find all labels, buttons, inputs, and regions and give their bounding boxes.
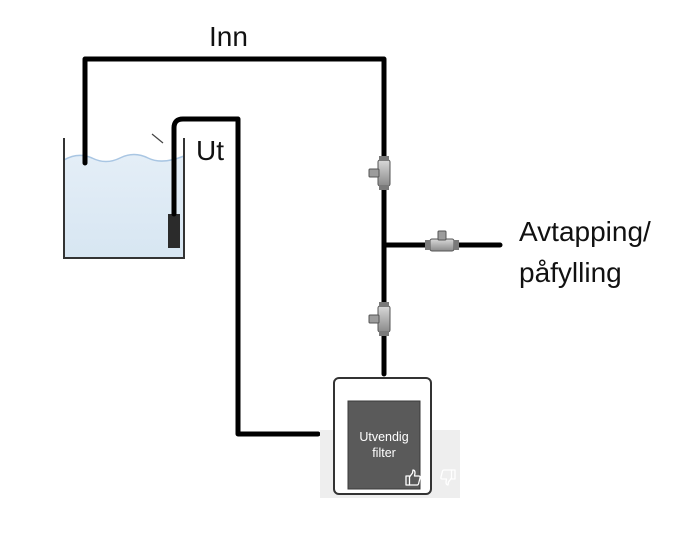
tank-water [64,154,184,258]
intake-strainer [168,214,180,248]
outlet-pipe [171,116,321,437]
tank-walls [63,138,185,259]
filter-label-line2: filter [372,446,396,460]
outlet-label: Ut [196,135,224,166]
thumbs-down-icon[interactable] [440,469,456,486]
filter-body [347,400,421,490]
inlet-label: Inn [209,21,248,52]
valve-drain [425,230,459,252]
aquarium-tank [63,138,185,259]
inlet-pipe [82,56,387,377]
drain-label-line2: påfylling [519,257,622,288]
drain-label-line1: Avtapping/ [519,216,651,247]
valve-upper [368,156,391,190]
filter-label-line1: Utvendig [359,430,408,444]
valve-lower [368,302,391,336]
thumbs-up-icon[interactable] [405,469,421,486]
surface-tick [151,133,164,144]
external-filter: Utvendig filter [320,377,460,498]
